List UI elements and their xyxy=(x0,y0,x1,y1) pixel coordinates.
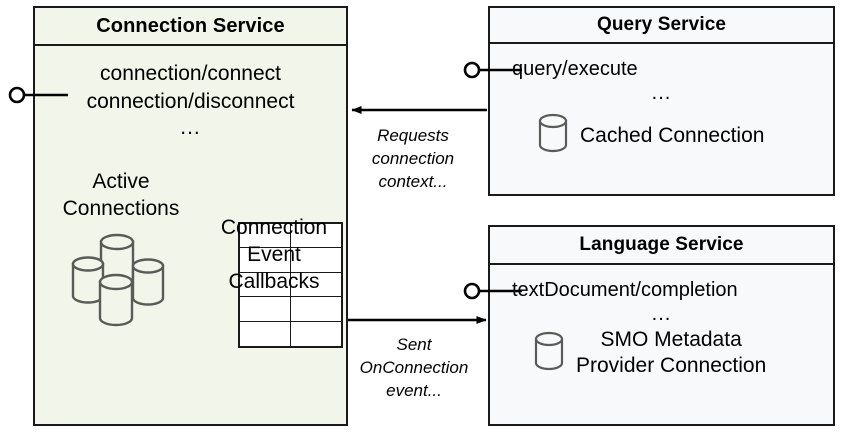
connection-event-callbacks-group: Connection Event Callbacks xyxy=(200,214,348,295)
edge-label-line3: context... xyxy=(378,172,448,191)
smo-metadata-label-line1: SMO Metadata xyxy=(600,328,742,351)
table-cell xyxy=(290,224,341,249)
database-cluster-icon xyxy=(41,226,201,330)
callbacks-label-line1: Connection xyxy=(220,216,328,239)
edge-label-sent-onconnection-event: Sent OnConnection event... xyxy=(350,333,478,402)
edge-label-line3: event... xyxy=(386,381,442,400)
database-cylinder-icon xyxy=(536,110,570,161)
cached-connection-label: Cached Connection xyxy=(580,123,765,147)
table-grid-icon xyxy=(238,222,343,348)
callbacks-label-line3: Callbacks xyxy=(228,270,320,293)
table-cell xyxy=(290,272,341,298)
connection-service-ellipsis: ... xyxy=(180,116,201,139)
active-connections-label-line2: Connections xyxy=(62,197,180,220)
active-connections-label-line1: Active xyxy=(92,170,150,193)
table-cell xyxy=(290,321,341,346)
edge-label-line2: OnConnection xyxy=(359,358,469,377)
connection-service-title: Connection Service xyxy=(35,8,346,46)
operation-query-execute[interactable]: query/execute xyxy=(512,58,638,80)
language-service-ellipsis: ... xyxy=(651,303,672,325)
language-service-box[interactable]: Language Service textDocument/completion… xyxy=(488,225,835,426)
edge-label-line1: Requests xyxy=(377,126,449,145)
edge-label-line1: Sent xyxy=(396,335,432,354)
connection-service-body: connection/connect connection/disconnect… xyxy=(35,46,346,422)
table-cell xyxy=(290,248,341,273)
connection-service-operations: connection/connect connection/disconnect… xyxy=(35,60,346,140)
active-connections-group: Active Connections xyxy=(41,168,201,330)
connection-service-box[interactable]: Connection Service connection/connect co… xyxy=(33,6,348,426)
smo-metadata-label-line2: Provider Connection xyxy=(576,354,767,377)
query-service-box[interactable]: Query Service query/execute ... Cached C… xyxy=(488,6,835,196)
query-service-ellipsis: ... xyxy=(651,82,672,104)
smo-metadata-provider-store: SMO Metadata Provider Connection xyxy=(532,327,766,379)
query-service-body: query/execute ... Cached Connection xyxy=(490,44,833,192)
operation-connection-connect[interactable]: connection/connect xyxy=(100,62,281,85)
callbacks-label-line2: Event xyxy=(247,243,301,266)
database-cylinder-icon xyxy=(532,328,566,379)
table-cell xyxy=(240,297,291,322)
language-service-title: Language Service xyxy=(490,227,833,265)
table-cell xyxy=(240,272,291,298)
table-cell xyxy=(240,248,291,273)
table-cell xyxy=(240,224,291,249)
table-cell xyxy=(290,297,341,322)
smo-metadata-label: SMO Metadata Provider Connection xyxy=(576,327,766,379)
query-service-title: Query Service xyxy=(490,8,833,44)
language-service-body: textDocument/completion ... SMO Metadata… xyxy=(490,265,833,422)
table-cell xyxy=(240,321,291,346)
edge-label-line2: connection xyxy=(371,149,455,168)
edge-label-requests-connection-context: Requests connection context... xyxy=(352,124,474,193)
cached-connection-store: Cached Connection xyxy=(536,110,764,161)
operation-connection-disconnect[interactable]: connection/disconnect xyxy=(86,90,295,113)
operation-textdocument-completion[interactable]: textDocument/completion xyxy=(512,279,738,301)
